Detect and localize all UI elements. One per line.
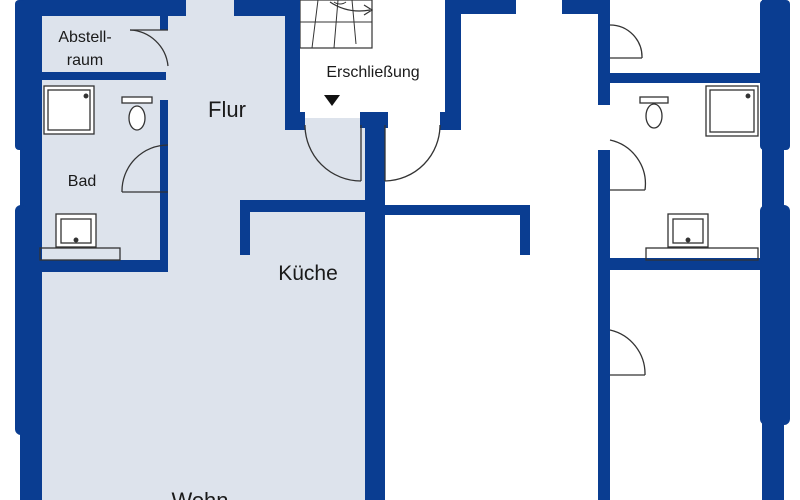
toilet-icon	[645, 103, 663, 129]
room-label-kueche: Küche	[278, 262, 338, 285]
room-label-flur: Flur	[208, 97, 246, 122]
room-label-abstellraum-1: Abstell-	[58, 29, 111, 46]
room-label-wohn: Wohn	[171, 488, 228, 500]
shower-icon	[43, 85, 95, 135]
fixtures	[39, 85, 759, 261]
room-label-erschliessung: Erschließung	[326, 64, 419, 81]
room-label-abstellraum-2: raum	[67, 52, 103, 69]
stairwell	[299, 0, 445, 118]
entry-marker-icon	[324, 95, 340, 106]
shower-icon	[705, 85, 759, 137]
doors	[121, 24, 647, 376]
walls	[15, 0, 790, 500]
stair-direction-arrow-icon	[329, 1, 371, 12]
room-label-bad: Bad	[68, 173, 96, 190]
toilet-icon	[128, 105, 146, 131]
